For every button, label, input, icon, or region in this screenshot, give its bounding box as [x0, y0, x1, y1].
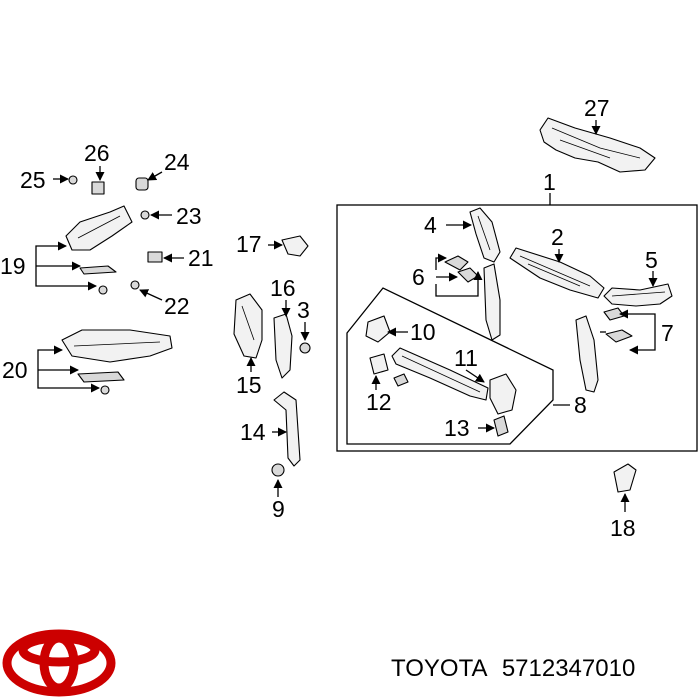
callout-25: 25 [20, 167, 46, 193]
callout-15: 15 [236, 372, 262, 398]
callout-26: 26 [84, 140, 110, 166]
part-2-support[interactable] [509, 247, 605, 299]
part-4-bracket[interactable] [469, 207, 501, 263]
part-27-cover[interactable] [539, 117, 656, 173]
callout-18: 18 [610, 515, 636, 541]
part-5-bracket[interactable] [603, 283, 673, 307]
brand-name: TOYOTA [391, 655, 487, 682]
part-20-undercover[interactable] [61, 329, 173, 395]
callout-3: 3 [297, 297, 310, 323]
part-13-block[interactable] [493, 415, 509, 437]
part-21-clip[interactable] [147, 251, 163, 263]
part-25-screw[interactable] [68, 175, 78, 185]
part-23-screw[interactable] [140, 210, 150, 220]
callout-6: 6 [412, 264, 425, 290]
assembly-box-8 [346, 287, 554, 445]
callout-24: 24 [164, 149, 190, 175]
callout-27: 27 [584, 95, 610, 121]
callout-23: 23 [176, 203, 202, 229]
part-7-pillar[interactable] [575, 307, 633, 393]
part-17-bracket[interactable] [281, 235, 309, 257]
callout-11: 11 [454, 345, 478, 371]
part-26-clip[interactable] [91, 181, 105, 195]
part-3-bolt[interactable] [299, 342, 311, 354]
part-24-clip[interactable] [135, 177, 149, 191]
callout-7: 7 [661, 320, 674, 346]
assembly-box-1 [336, 204, 698, 452]
callout-8: 8 [574, 392, 587, 418]
part-8-crossmember[interactable] [391, 347, 489, 401]
part-19-undercover[interactable] [65, 205, 133, 295]
part-14-brace[interactable] [273, 391, 301, 467]
callout-2: 2 [551, 224, 564, 250]
part-15-seal[interactable] [233, 293, 263, 359]
callout-1: 1 [543, 169, 556, 195]
callout-9: 9 [272, 496, 285, 522]
part-16-seal[interactable] [273, 313, 293, 379]
callout-10: 10 [410, 319, 436, 345]
callout-5: 5 [645, 247, 658, 273]
callout-16: 16 [270, 275, 296, 301]
callout-20: 20 [2, 357, 28, 383]
callout-21: 21 [188, 245, 214, 271]
part-10-bracket[interactable] [365, 315, 391, 343]
callout-22: 22 [164, 293, 190, 319]
callout-labels: 27 1 4 2 5 6 7 8 3 10 11 12 13 14 15 16 … [0, 95, 674, 541]
part-18-bracket[interactable] [613, 463, 637, 493]
part-12-bracket[interactable] [369, 353, 389, 375]
part-number: 5712347010 [502, 655, 635, 682]
part-9-bolt[interactable] [271, 463, 285, 477]
toyota-logo-icon [2, 629, 116, 697]
callout-14: 14 [240, 419, 266, 445]
leader-lines [35, 120, 658, 512]
part-6-pillar[interactable] [444, 255, 501, 341]
callout-13: 13 [444, 415, 470, 441]
svg-text:TOYOTA 5712347010: TOYOTA 5712347010 [391, 655, 635, 682]
callout-4: 4 [424, 212, 437, 238]
part-22-screw[interactable] [130, 280, 140, 290]
part-11-bracket[interactable] [489, 373, 517, 415]
callout-12: 12 [366, 389, 392, 415]
callout-17: 17 [236, 231, 262, 257]
callout-19: 19 [0, 253, 26, 279]
